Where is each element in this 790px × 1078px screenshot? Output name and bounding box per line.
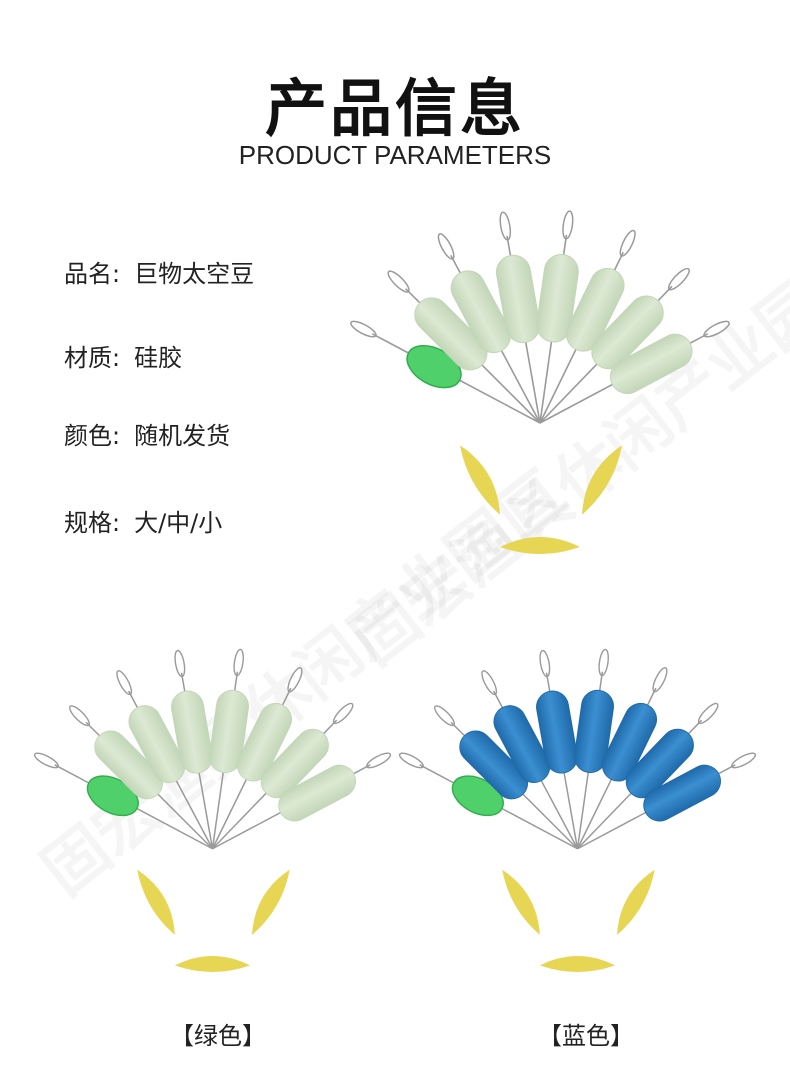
stopper-bean (171, 690, 213, 774)
yellow-stopper (539, 955, 616, 972)
stopper-wire (211, 702, 354, 850)
stopper-wire (171, 649, 214, 849)
caption-blue: 【蓝色】 (538, 1022, 634, 1050)
yellow-stopper (502, 869, 540, 935)
caption-green: 【绿色】 (170, 1022, 266, 1050)
product-image-green (33, 648, 392, 972)
stopper-bean (493, 705, 551, 783)
stopper-wire (539, 267, 690, 424)
stopper-wire (481, 670, 579, 850)
stopper-wire (576, 702, 719, 850)
float-bead (406, 344, 462, 389)
stopper-wire (387, 270, 541, 424)
stopper-wire (577, 752, 757, 850)
stopper-wire (495, 211, 541, 424)
stopper-bean (414, 297, 488, 371)
spec-value: 随机发货 (134, 422, 231, 450)
stopper-wire (539, 229, 636, 424)
stopper-wire (576, 666, 668, 850)
stopper-bean (94, 730, 164, 800)
stopper-wire (212, 752, 392, 850)
stopper-bean (609, 333, 693, 395)
stopper-wire (437, 233, 541, 424)
yellow-stopper (252, 869, 290, 935)
yellow-stopper (582, 445, 622, 515)
page-title: 产品信息 (264, 72, 525, 145)
yellow-stopper (137, 869, 175, 935)
stopper-bean (278, 764, 357, 822)
spec-label: 规格: (64, 509, 121, 537)
spec-value: 硅胶 (134, 344, 183, 372)
stopper-wire (536, 649, 579, 849)
stopper-bean (495, 254, 541, 344)
spec-value: 大/中/小 (134, 509, 223, 537)
spec-label: 材质: (64, 344, 121, 372)
stopper-wire (69, 705, 214, 850)
yellow-stopper (617, 869, 655, 935)
page-subtitle: PRODUCT PARAMETERS (238, 140, 552, 170)
stopper-bean (536, 253, 579, 343)
stopper-bean (208, 689, 249, 773)
spec-name: 品名: 巨物太空豆 (64, 254, 254, 289)
spec-label: 品名: (64, 260, 121, 288)
stopper-wire (33, 752, 213, 850)
yellow-stopper (174, 955, 251, 972)
yellow-stopper (460, 445, 500, 515)
stopper-wire (539, 320, 730, 424)
stopper-wire (398, 752, 578, 850)
spec-value: 巨物太空豆 (134, 260, 255, 288)
stopper-bean (450, 270, 512, 354)
stopper-bean (601, 702, 658, 782)
stopper-bean (573, 689, 614, 773)
spec-material: 材质: 硅胶 (64, 338, 182, 373)
stopper-bean (565, 267, 625, 352)
product-image-main (350, 210, 730, 554)
float-bead (451, 775, 504, 817)
stopper-wire (434, 705, 579, 850)
stopper-bean (591, 295, 664, 370)
stopper-bean (643, 764, 722, 822)
stopper-bean (459, 730, 529, 800)
stopper-bean (625, 728, 694, 799)
stopper-bean (260, 728, 329, 799)
yellow-stopper (500, 537, 580, 554)
stopper-wire (573, 648, 614, 849)
stopper-wire (211, 666, 303, 850)
stopper-wire (208, 648, 249, 849)
spec-size: 规格: 大/中/小 (64, 503, 222, 538)
stopper-bean (236, 702, 293, 782)
spec-color: 颜色: 随机发货 (64, 416, 230, 451)
stopper-bean (536, 690, 578, 774)
stopper-wire (350, 320, 541, 424)
spec-label: 颜色: (64, 422, 121, 450)
stopper-wire (536, 210, 579, 424)
stopper-bean (128, 705, 186, 783)
stopper-wire (116, 670, 214, 850)
float-bead (86, 775, 139, 817)
product-image-blue (398, 648, 757, 972)
